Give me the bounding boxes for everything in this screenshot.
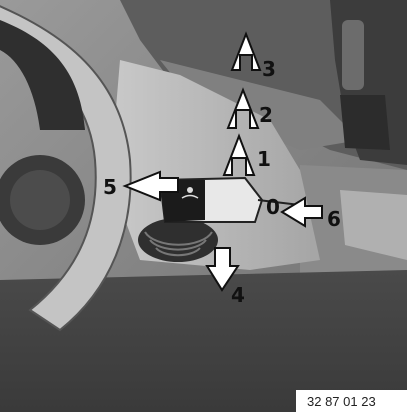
- callout-4: 4: [231, 283, 245, 307]
- reference-code: 32 87 01 23: [307, 394, 376, 409]
- callout-6: 6: [327, 207, 341, 231]
- console-slot: [342, 20, 364, 90]
- stalk-symbol-dot: [187, 187, 193, 193]
- callout-1: 1: [257, 147, 271, 171]
- callout-5: 5: [103, 175, 117, 199]
- callout-3: 3: [262, 57, 276, 81]
- callout-0: 0: [266, 195, 280, 219]
- console-recess: [340, 95, 390, 150]
- callout-2: 2: [259, 103, 273, 127]
- steering-hub-inner: [10, 170, 70, 230]
